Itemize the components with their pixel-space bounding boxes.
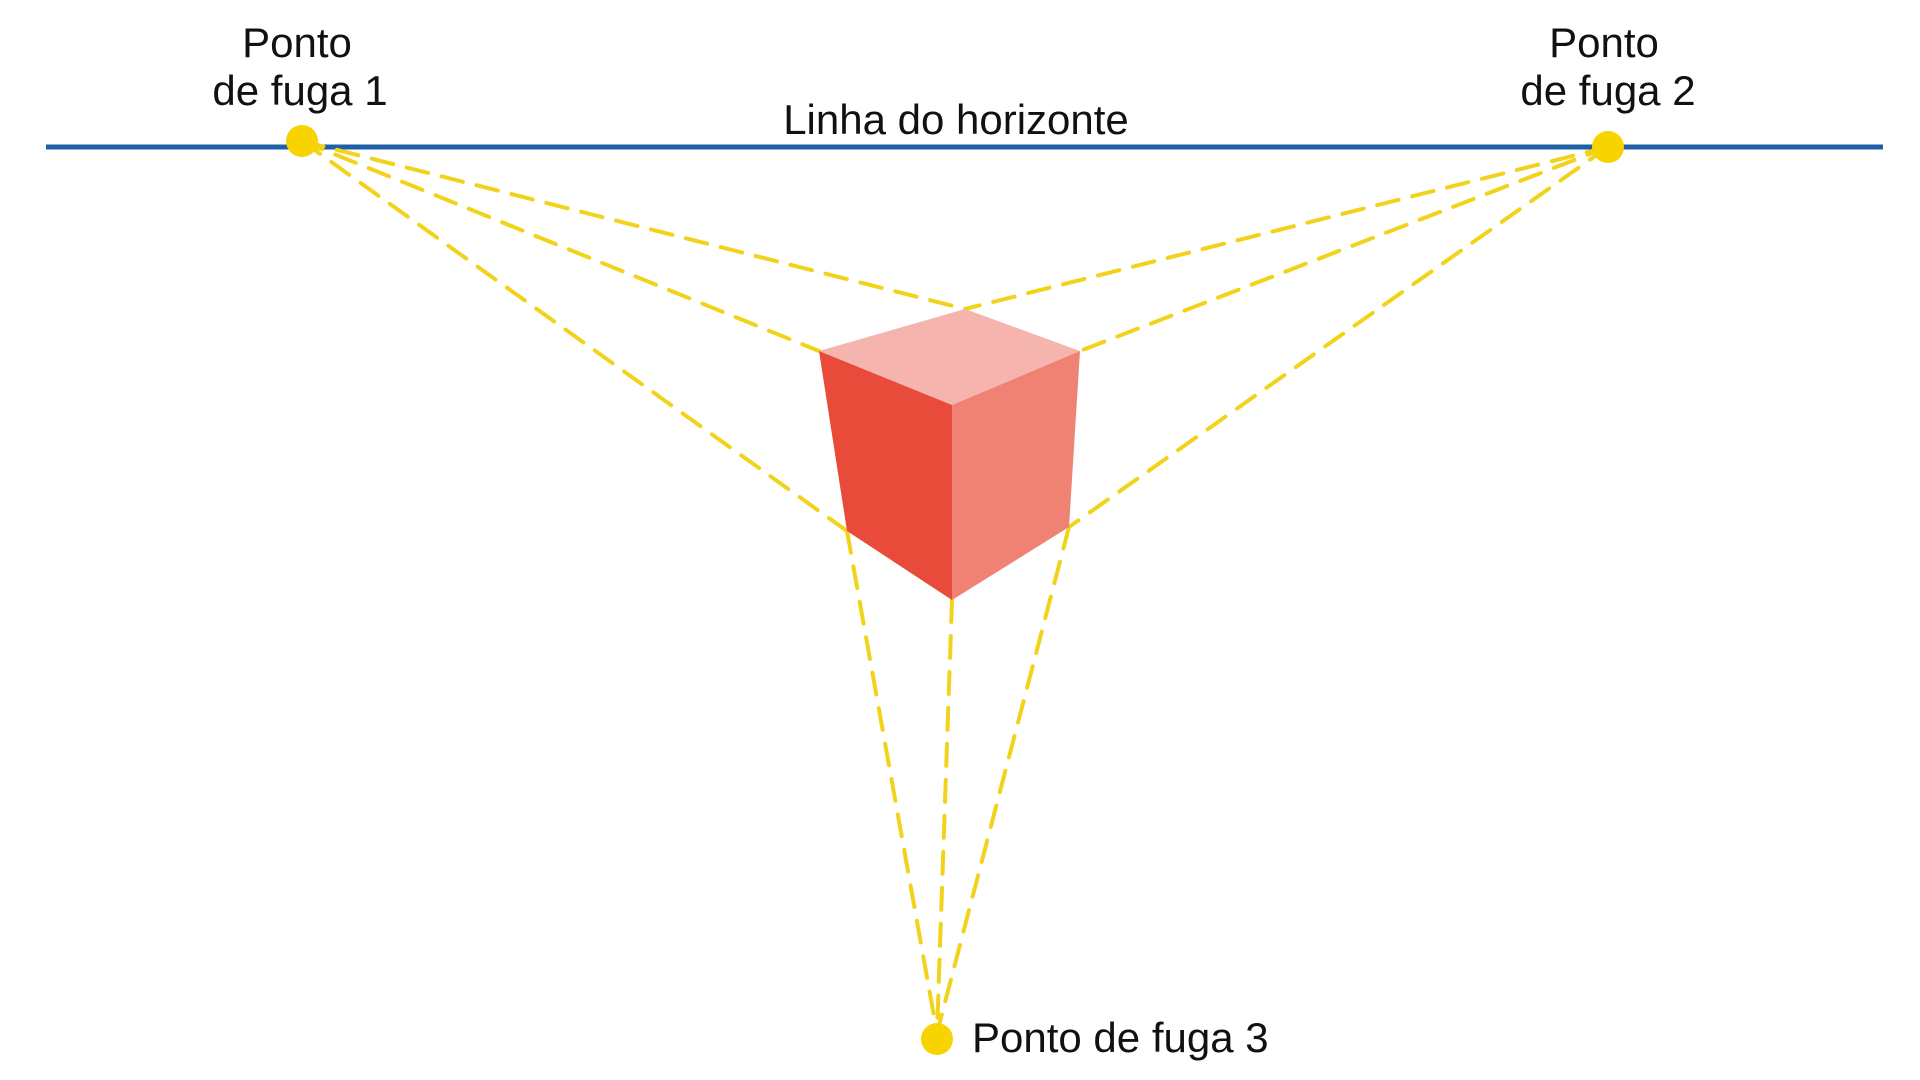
- cube-left-face: [819, 351, 952, 600]
- cube: [819, 309, 1080, 600]
- guide-line-vp3-left: [845, 529, 939, 1035]
- guide-lines: [300, 139, 1610, 1035]
- guide-line-vp2-top-right: [1078, 145, 1610, 353]
- guide-line-vp3-right: [935, 525, 1071, 1035]
- vp3-label: Ponto de fuga 3: [972, 1014, 1269, 1061]
- vp1-label-line2: de fuga 1: [212, 67, 387, 114]
- guide-line-vp1-top-back: [300, 139, 967, 311]
- guide-line-vp2-bottom-right: [1067, 145, 1610, 529]
- guide-line-vp1-bottom-left: [300, 139, 849, 533]
- vp2-label-line2: de fuga 2: [1520, 67, 1695, 114]
- vanishing-point-2: [1592, 131, 1624, 163]
- vp1-label-line1: Ponto: [242, 19, 352, 66]
- guide-line-vp2-top-back: [963, 145, 1610, 311]
- vanishing-point-1: [286, 125, 318, 157]
- cube-right-face: [952, 351, 1080, 600]
- vp2-label-line1: Ponto: [1549, 19, 1659, 66]
- vanishing-point-3: [921, 1023, 953, 1055]
- cube-top-face: [819, 309, 1080, 405]
- horizon-label: Linha do horizonte: [783, 96, 1129, 143]
- guide-line-vp1-top-left: [300, 139, 821, 353]
- guide-line-vp3-front: [935, 598, 954, 1035]
